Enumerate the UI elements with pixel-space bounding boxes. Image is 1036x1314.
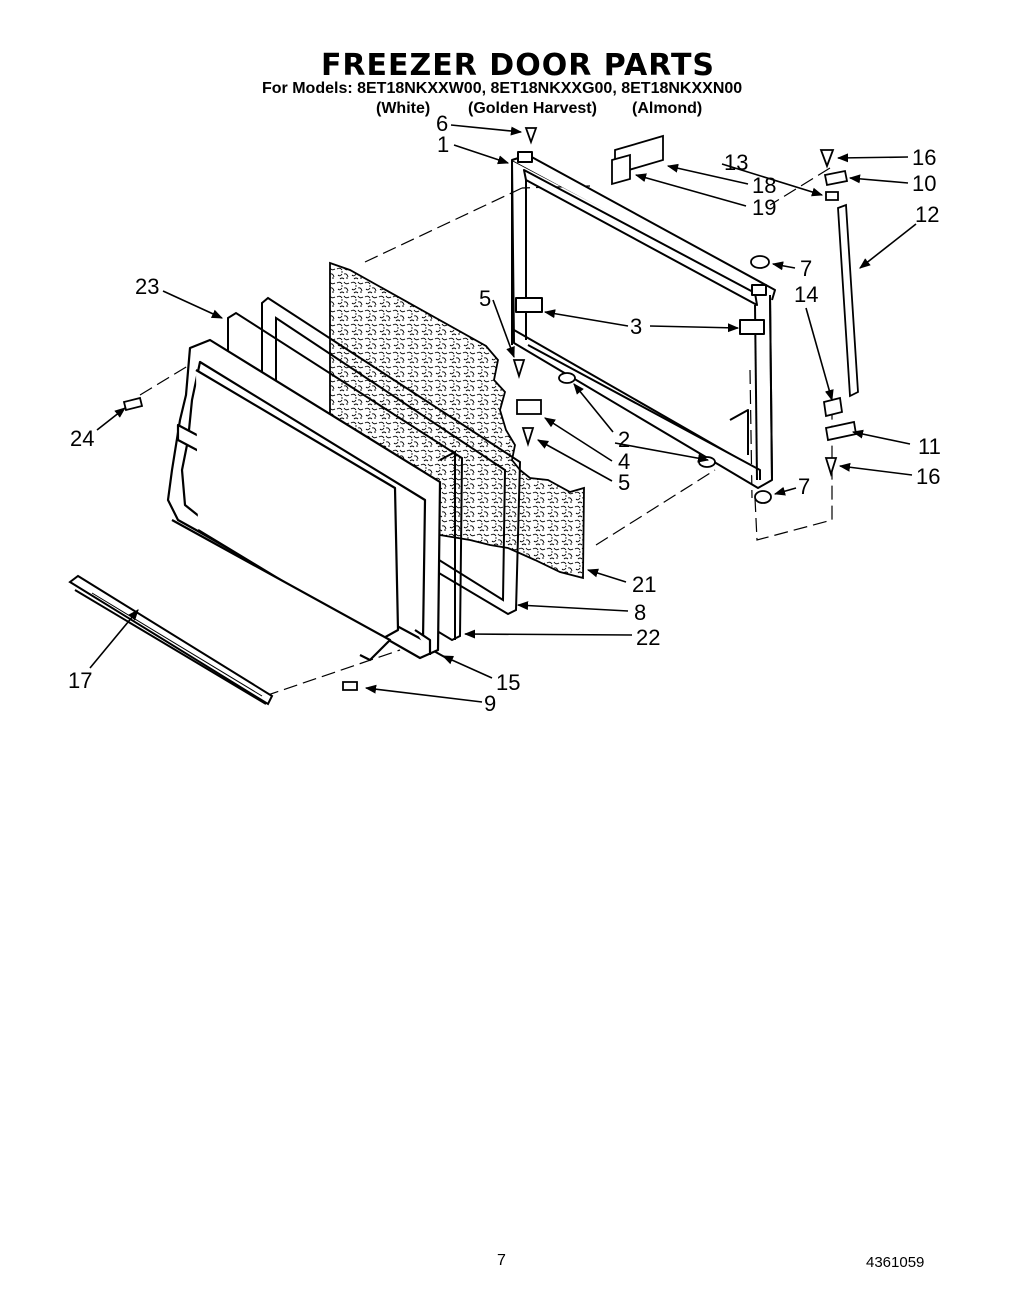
screw-24: [122, 396, 144, 412]
callout-6: 6: [436, 111, 448, 136]
leader-lines: [89, 124, 917, 703]
variant-golden-harvest: (Golden Harvest): [468, 100, 597, 117]
door-stop-bar-12: [837, 203, 859, 398]
callout-7-lower: 7: [798, 474, 810, 499]
hardware-parts: [122, 127, 859, 691]
callout-1: 1: [437, 132, 449, 157]
callout-24: 24: [70, 426, 94, 451]
callout-3: 3: [630, 314, 642, 339]
page-number: 7: [497, 1252, 506, 1269]
page-title: FREEZER DOOR PARTS: [320, 48, 716, 83]
plug-7-top: [750, 255, 770, 269]
callout-5-upper: 5: [479, 286, 491, 311]
callout-14: 14: [794, 282, 818, 307]
trim-strip-17: [68, 574, 274, 706]
callout-8: 8: [634, 600, 646, 625]
callout-11: 11: [918, 434, 941, 459]
callout-16-upper: 16: [912, 145, 936, 170]
models-line: For Models: 8ET18NKXXW00, 8ET18NKXXG00, …: [262, 80, 743, 97]
callout-22: 22: [636, 625, 660, 650]
screw-6: [524, 127, 538, 145]
bushing-13: [825, 191, 839, 201]
callout-19: 19: [752, 195, 776, 220]
callout-17: 17: [68, 668, 92, 693]
callout-15: 15: [496, 670, 520, 695]
callout-18: 18: [752, 173, 776, 198]
hinge-bracket-4: [516, 399, 542, 415]
variant-almond: (Almond): [632, 100, 703, 117]
screw-9: [342, 681, 358, 691]
callout-9: 9: [484, 691, 496, 716]
callout-5-lower: 5: [618, 470, 630, 495]
callout-numbers: 1 6 5 3 2 4 5 13 18 19 7 7 16 10 12 14 1…: [68, 111, 941, 716]
hinge-10: [823, 169, 849, 187]
outer-door: [166, 338, 442, 662]
callout-12: 12: [915, 202, 939, 227]
variant-white: (White): [376, 100, 431, 117]
callout-7-upper: 7: [800, 256, 812, 281]
screw-5-a: [512, 359, 526, 380]
callout-16-lower: 16: [916, 464, 940, 489]
hinge-part-14: [822, 396, 844, 418]
stop-2-a: [558, 372, 576, 384]
document-number: 4361059: [866, 1254, 925, 1271]
alignment-lines: [139, 167, 833, 697]
callout-13: 13: [724, 150, 748, 175]
plug-7-bottom: [754, 490, 772, 504]
screw-16-top: [819, 149, 835, 169]
hinge-11: [824, 420, 858, 442]
screw-5-b: [521, 427, 535, 448]
screw-16-bottom: [824, 457, 838, 478]
callout-4: 4: [618, 449, 630, 474]
inner-door-frame: [511, 151, 776, 489]
callout-10: 10: [912, 171, 936, 196]
cover-19: [611, 153, 631, 186]
callout-21: 21: [632, 572, 656, 597]
callout-2: 2: [618, 427, 630, 452]
callout-23: 23: [135, 274, 159, 299]
